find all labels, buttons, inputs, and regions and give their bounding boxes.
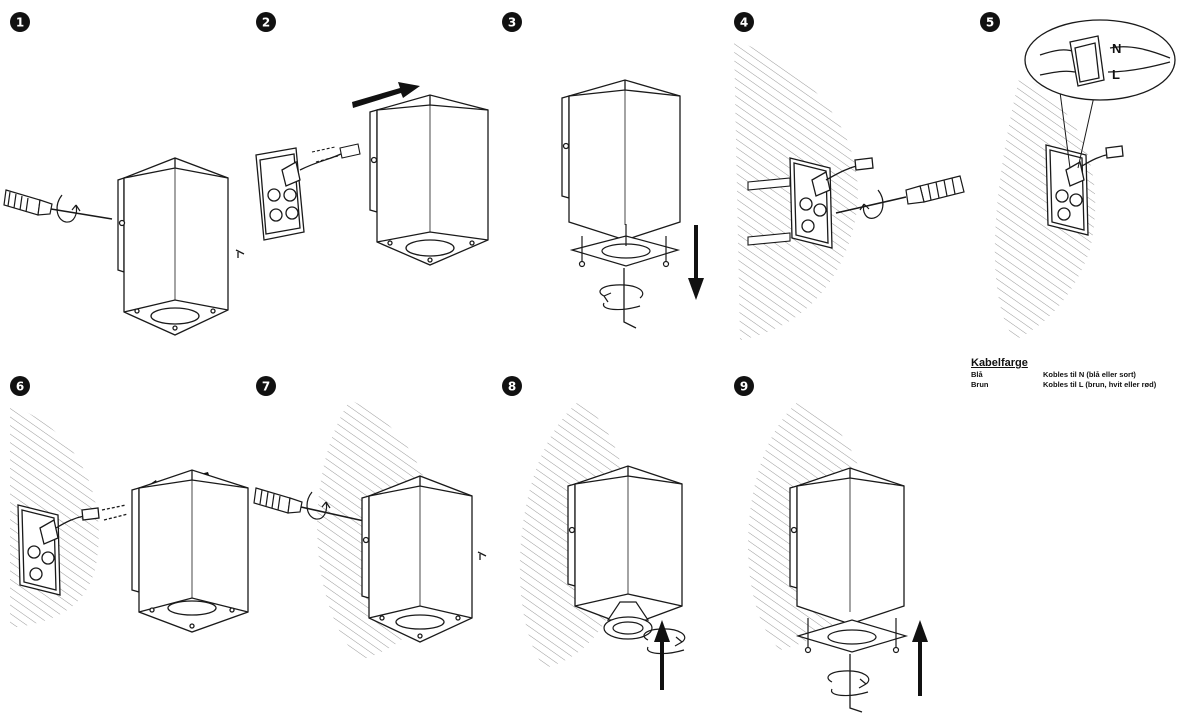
step-1-panel: 1: [3, 12, 245, 336]
step-number: 5: [986, 16, 994, 30]
step-number-badge: 1: [10, 12, 30, 32]
mounting-bracket: [789, 157, 874, 249]
step-number-badge: 7: [256, 376, 276, 396]
neutral-label: N: [1112, 41, 1121, 56]
rotate-arrow-icon: [56, 194, 81, 223]
step-9-panel: 9: [734, 376, 928, 713]
step-4-panel: 4: [734, 12, 965, 340]
up-arrow-icon: [654, 620, 670, 690]
cover-plate: [795, 618, 909, 654]
lamp-housing: [361, 475, 487, 643]
slide-arrow-icon: [352, 82, 420, 108]
wall-hatch: [994, 75, 1096, 340]
mounting-bracket: [255, 147, 346, 241]
mounting-bracket: [1045, 144, 1124, 236]
rotate-arrow-icon: [306, 491, 331, 520]
step-6-panel: 6: [10, 376, 249, 633]
step-number-badge: 5: [980, 12, 1000, 32]
allen-key-icon: [849, 654, 863, 713]
lamp-housing: [131, 469, 249, 633]
up-arrow-icon: [912, 620, 928, 696]
mounting-bracket: [17, 504, 129, 596]
screwdriver-icon: [3, 189, 113, 220]
lamp-housing: [567, 465, 683, 627]
step-number: 7: [262, 380, 270, 394]
step-3-panel: 3: [502, 12, 704, 329]
rotate-arrow-icon: [827, 670, 870, 697]
step-number-badge: 9: [734, 376, 754, 396]
step-number: 8: [508, 380, 516, 394]
legend-row: Brun Kobles til L (brun, hvit eller rød): [971, 380, 1195, 390]
cover-plate: [569, 224, 681, 268]
lamp-housing: [789, 467, 905, 625]
rotate-arrow-icon: [859, 189, 884, 219]
step-7-panel: 7: [253, 376, 487, 660]
down-arrow-icon: [688, 225, 704, 300]
step-number-badge: 6: [10, 376, 30, 396]
zoom-callout-lines: [1059, 91, 1096, 169]
legend-description: Kobles til L (brun, hvit eller rød): [1043, 380, 1157, 389]
step-number: 4: [740, 16, 748, 30]
step-number: 9: [740, 380, 748, 394]
step-8-panel: 8: [502, 376, 686, 690]
legend-color: Brun: [971, 380, 989, 389]
step-2-panel: 2: [255, 12, 489, 266]
legend-color: Blå: [971, 370, 983, 379]
connector-icon: [311, 143, 361, 163]
lamp-housing: [561, 79, 681, 241]
step-5-panel: 5 N L: [980, 12, 1176, 340]
wall-plug-icon: [747, 177, 791, 246]
legend-title: Kabelfarge: [971, 357, 1028, 369]
screwdriver-icon: [835, 175, 965, 214]
step-number: 6: [16, 380, 24, 394]
lamp-housing: [117, 157, 245, 336]
rotate-arrow-icon: [599, 284, 644, 311]
legend-row: Blå Kobles til N (blå eller sort): [971, 370, 1195, 380]
step-number-badge: 3: [502, 12, 522, 32]
step-number: 2: [262, 16, 270, 30]
screwdriver-icon: [253, 487, 365, 522]
step-number: 1: [16, 16, 24, 30]
step-number-badge: 2: [256, 12, 276, 32]
lamp-housing: [369, 94, 489, 266]
step-number-badge: 8: [502, 376, 522, 396]
live-label: L: [1112, 67, 1120, 82]
allen-key-icon: [623, 268, 637, 329]
step-number: 3: [508, 16, 516, 30]
legend-description: Kobles til N (blå eller sort): [1043, 370, 1136, 379]
bulb-icon: [603, 601, 653, 640]
terminal-callout: [1024, 19, 1176, 101]
cable-color-legend: Kabelfarge Blå Kobles til N (blå eller s…: [971, 357, 1195, 390]
step-number-badge: 4: [734, 12, 754, 32]
